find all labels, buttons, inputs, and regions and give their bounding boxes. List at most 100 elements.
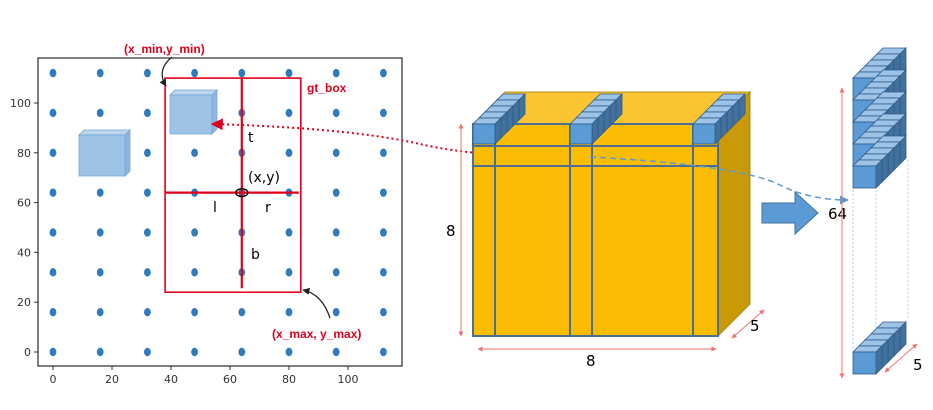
vector-guide-lines xyxy=(852,160,909,348)
vector-depth-label: 5 xyxy=(913,356,923,374)
gt-box-rectangle xyxy=(164,77,302,294)
label-xmax-ymax: (x_max, y_max) xyxy=(272,327,361,341)
grid-point xyxy=(96,307,104,317)
grid-point xyxy=(144,228,151,237)
label-t: t xyxy=(248,130,254,146)
vector-depth-arrow xyxy=(884,343,918,373)
y-tick-label: 40 xyxy=(17,246,31,259)
column-cell-stack xyxy=(692,117,722,145)
grid-point xyxy=(144,148,151,157)
grid-point xyxy=(285,228,293,237)
x-tick-label: 0 xyxy=(50,373,57,386)
grid-point xyxy=(96,188,104,197)
grid-point xyxy=(49,347,57,357)
y-tick-label: 60 xyxy=(17,197,31,210)
output-vector: 5 xyxy=(839,47,923,379)
grid-point xyxy=(49,68,57,78)
grid-point xyxy=(49,268,57,277)
label-b: b xyxy=(251,247,260,263)
height-dimension-label: 8 xyxy=(446,222,456,240)
grid-point xyxy=(380,148,387,157)
output-vector-bottom-cells xyxy=(852,321,907,375)
grid-point xyxy=(238,68,246,78)
x-tick-label: 80 xyxy=(282,373,296,386)
grid-point xyxy=(380,108,387,118)
grid-point xyxy=(380,228,387,237)
grid-point xyxy=(49,228,57,237)
curved-arrow-top-left xyxy=(159,56,173,87)
grid-point xyxy=(380,268,387,277)
grid-point xyxy=(144,188,151,197)
grid-point xyxy=(332,268,340,277)
depth-dimension-label: 5 xyxy=(750,317,760,335)
grid-point xyxy=(332,68,340,78)
grid-point xyxy=(96,108,104,118)
grid-point xyxy=(380,188,387,197)
grid-point xyxy=(191,268,199,277)
y-tick-label: 20 xyxy=(17,296,31,309)
grid-point xyxy=(144,68,151,78)
grid-point xyxy=(49,188,57,197)
plot-frame xyxy=(37,57,403,367)
grid-point xyxy=(191,347,199,357)
vector-cell-stack xyxy=(852,345,883,375)
label-r: r xyxy=(265,200,271,216)
grid-point xyxy=(144,268,151,277)
label-l: l xyxy=(213,200,217,216)
grid-point xyxy=(332,188,340,197)
grid-point xyxy=(285,68,293,78)
grid-point xyxy=(191,68,199,78)
dashed-arrow-feature-to-vector xyxy=(589,156,849,205)
grid-point xyxy=(285,268,293,277)
depth-dimension-arrow xyxy=(731,309,765,339)
feature-map-grid-lines xyxy=(473,124,718,336)
grid-point xyxy=(96,347,104,357)
grid-point xyxy=(238,347,246,357)
y-tick-label: 80 xyxy=(17,147,31,160)
label-gt-box: gt_box xyxy=(307,81,347,95)
grid-point xyxy=(144,307,151,317)
grid-point xyxy=(191,148,199,157)
grid-point xyxy=(285,108,293,118)
grid-point xyxy=(49,108,57,118)
feature-map-column-stacks xyxy=(472,93,746,145)
grid-point xyxy=(191,307,199,317)
vector-cell-stack xyxy=(852,159,883,189)
column-cell-stack xyxy=(569,117,599,145)
grid-point xyxy=(191,228,199,237)
width-dimension-label: 8 xyxy=(586,352,596,370)
grid-point xyxy=(380,347,387,357)
center-point-ring xyxy=(235,187,249,198)
curved-arrow-bottom-right xyxy=(302,287,331,319)
grid-point xyxy=(49,148,57,157)
feature-map-cuboid: 8 8 5 xyxy=(446,91,765,370)
grid-point xyxy=(144,347,151,357)
feature-map-front-face xyxy=(472,123,719,337)
y-tick-label: 100 xyxy=(10,97,31,110)
grid-point xyxy=(332,108,340,118)
label-xmin-ymin: (x_min,y_min) xyxy=(124,42,205,56)
x-tick-label: 40 xyxy=(164,373,178,386)
grid-point xyxy=(285,347,293,357)
x-tick-label: 100 xyxy=(338,373,359,386)
grid-point xyxy=(332,148,340,157)
big-blue-arrow xyxy=(761,190,819,236)
output-vector-top-cells xyxy=(852,47,907,189)
column-cell-stack xyxy=(472,117,502,145)
grid-point xyxy=(285,148,293,157)
y-axis-ticks: 0 20 40 60 80 100 xyxy=(10,97,38,359)
y-tick-label: 0 xyxy=(24,346,31,359)
grid-point xyxy=(96,68,104,78)
grid-point xyxy=(49,307,57,317)
grid-point xyxy=(332,307,340,317)
anchor-box-small-top xyxy=(169,89,218,135)
x-tick-label: 20 xyxy=(105,373,119,386)
grid-point xyxy=(96,228,104,237)
grid-point xyxy=(285,307,293,317)
grid-point xyxy=(380,68,387,78)
grid-point xyxy=(332,347,340,357)
grid-point xyxy=(238,307,246,317)
